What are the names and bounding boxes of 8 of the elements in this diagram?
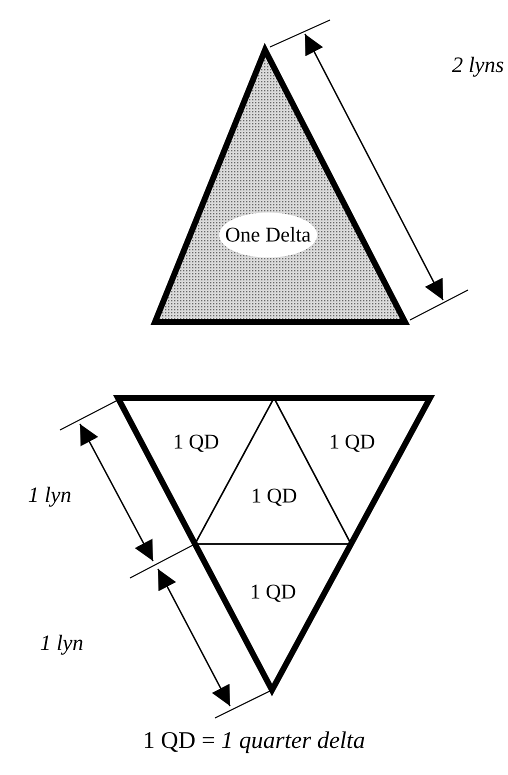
- dimension-label: 2 lyns: [452, 52, 504, 78]
- triangle-label: 1 QD: [328, 430, 376, 454]
- dimension-label: 1 lyn: [28, 482, 72, 508]
- triangle-label: 1 QD: [250, 484, 298, 508]
- triangle-label: 1 QD: [172, 430, 220, 454]
- caption: 1 QD = 1 quarter delta: [142, 728, 366, 755]
- triangle-label: 1 QD: [250, 580, 296, 604]
- dimension-label: 1 lyn: [40, 630, 84, 656]
